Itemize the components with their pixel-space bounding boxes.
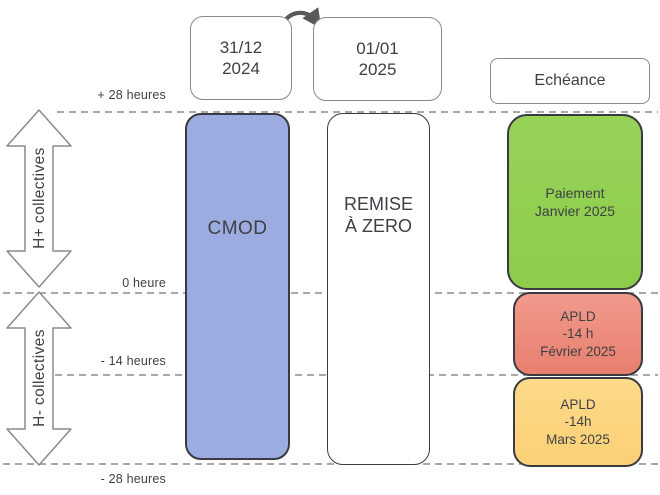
h-plus-arrow: H+ collectives <box>6 109 72 288</box>
cmod-column: CMOD <box>185 113 290 460</box>
date-box-31-12-2024: 31/12 2024 <box>190 16 292 100</box>
h-minus-arrow: H- collectives <box>6 291 72 466</box>
h-plus-arrow-shape <box>6 109 72 288</box>
tick-label-minus-14h: - 14 heures <box>100 354 166 368</box>
remise-a-zero-column: REMISE À ZERO <box>327 113 430 465</box>
h-minus-arrow-label: H- collectives <box>31 329 48 427</box>
echeance-item-apld-fevrier: APLD -14 h Février 2025 <box>513 292 643 376</box>
date-box-01-01-2025: 01/01 2025 <box>313 17 442 101</box>
echeance-item-apld-mars: APLD -14h Mars 2025 <box>513 377 643 467</box>
h-minus-arrow-shape <box>6 291 72 466</box>
echeance-item-paiement-janvier: Paiement Janvier 2025 <box>507 114 643 290</box>
tick-label-zero-h: 0 heure <box>122 276 166 290</box>
tick-label-plus-28h: + 28 heures <box>97 88 166 102</box>
h-plus-arrow-label: H+ collectives <box>31 147 48 249</box>
tick-label-minus-28h: - 28 heures <box>100 472 166 486</box>
echeance-header-box: Echéance <box>490 58 650 104</box>
